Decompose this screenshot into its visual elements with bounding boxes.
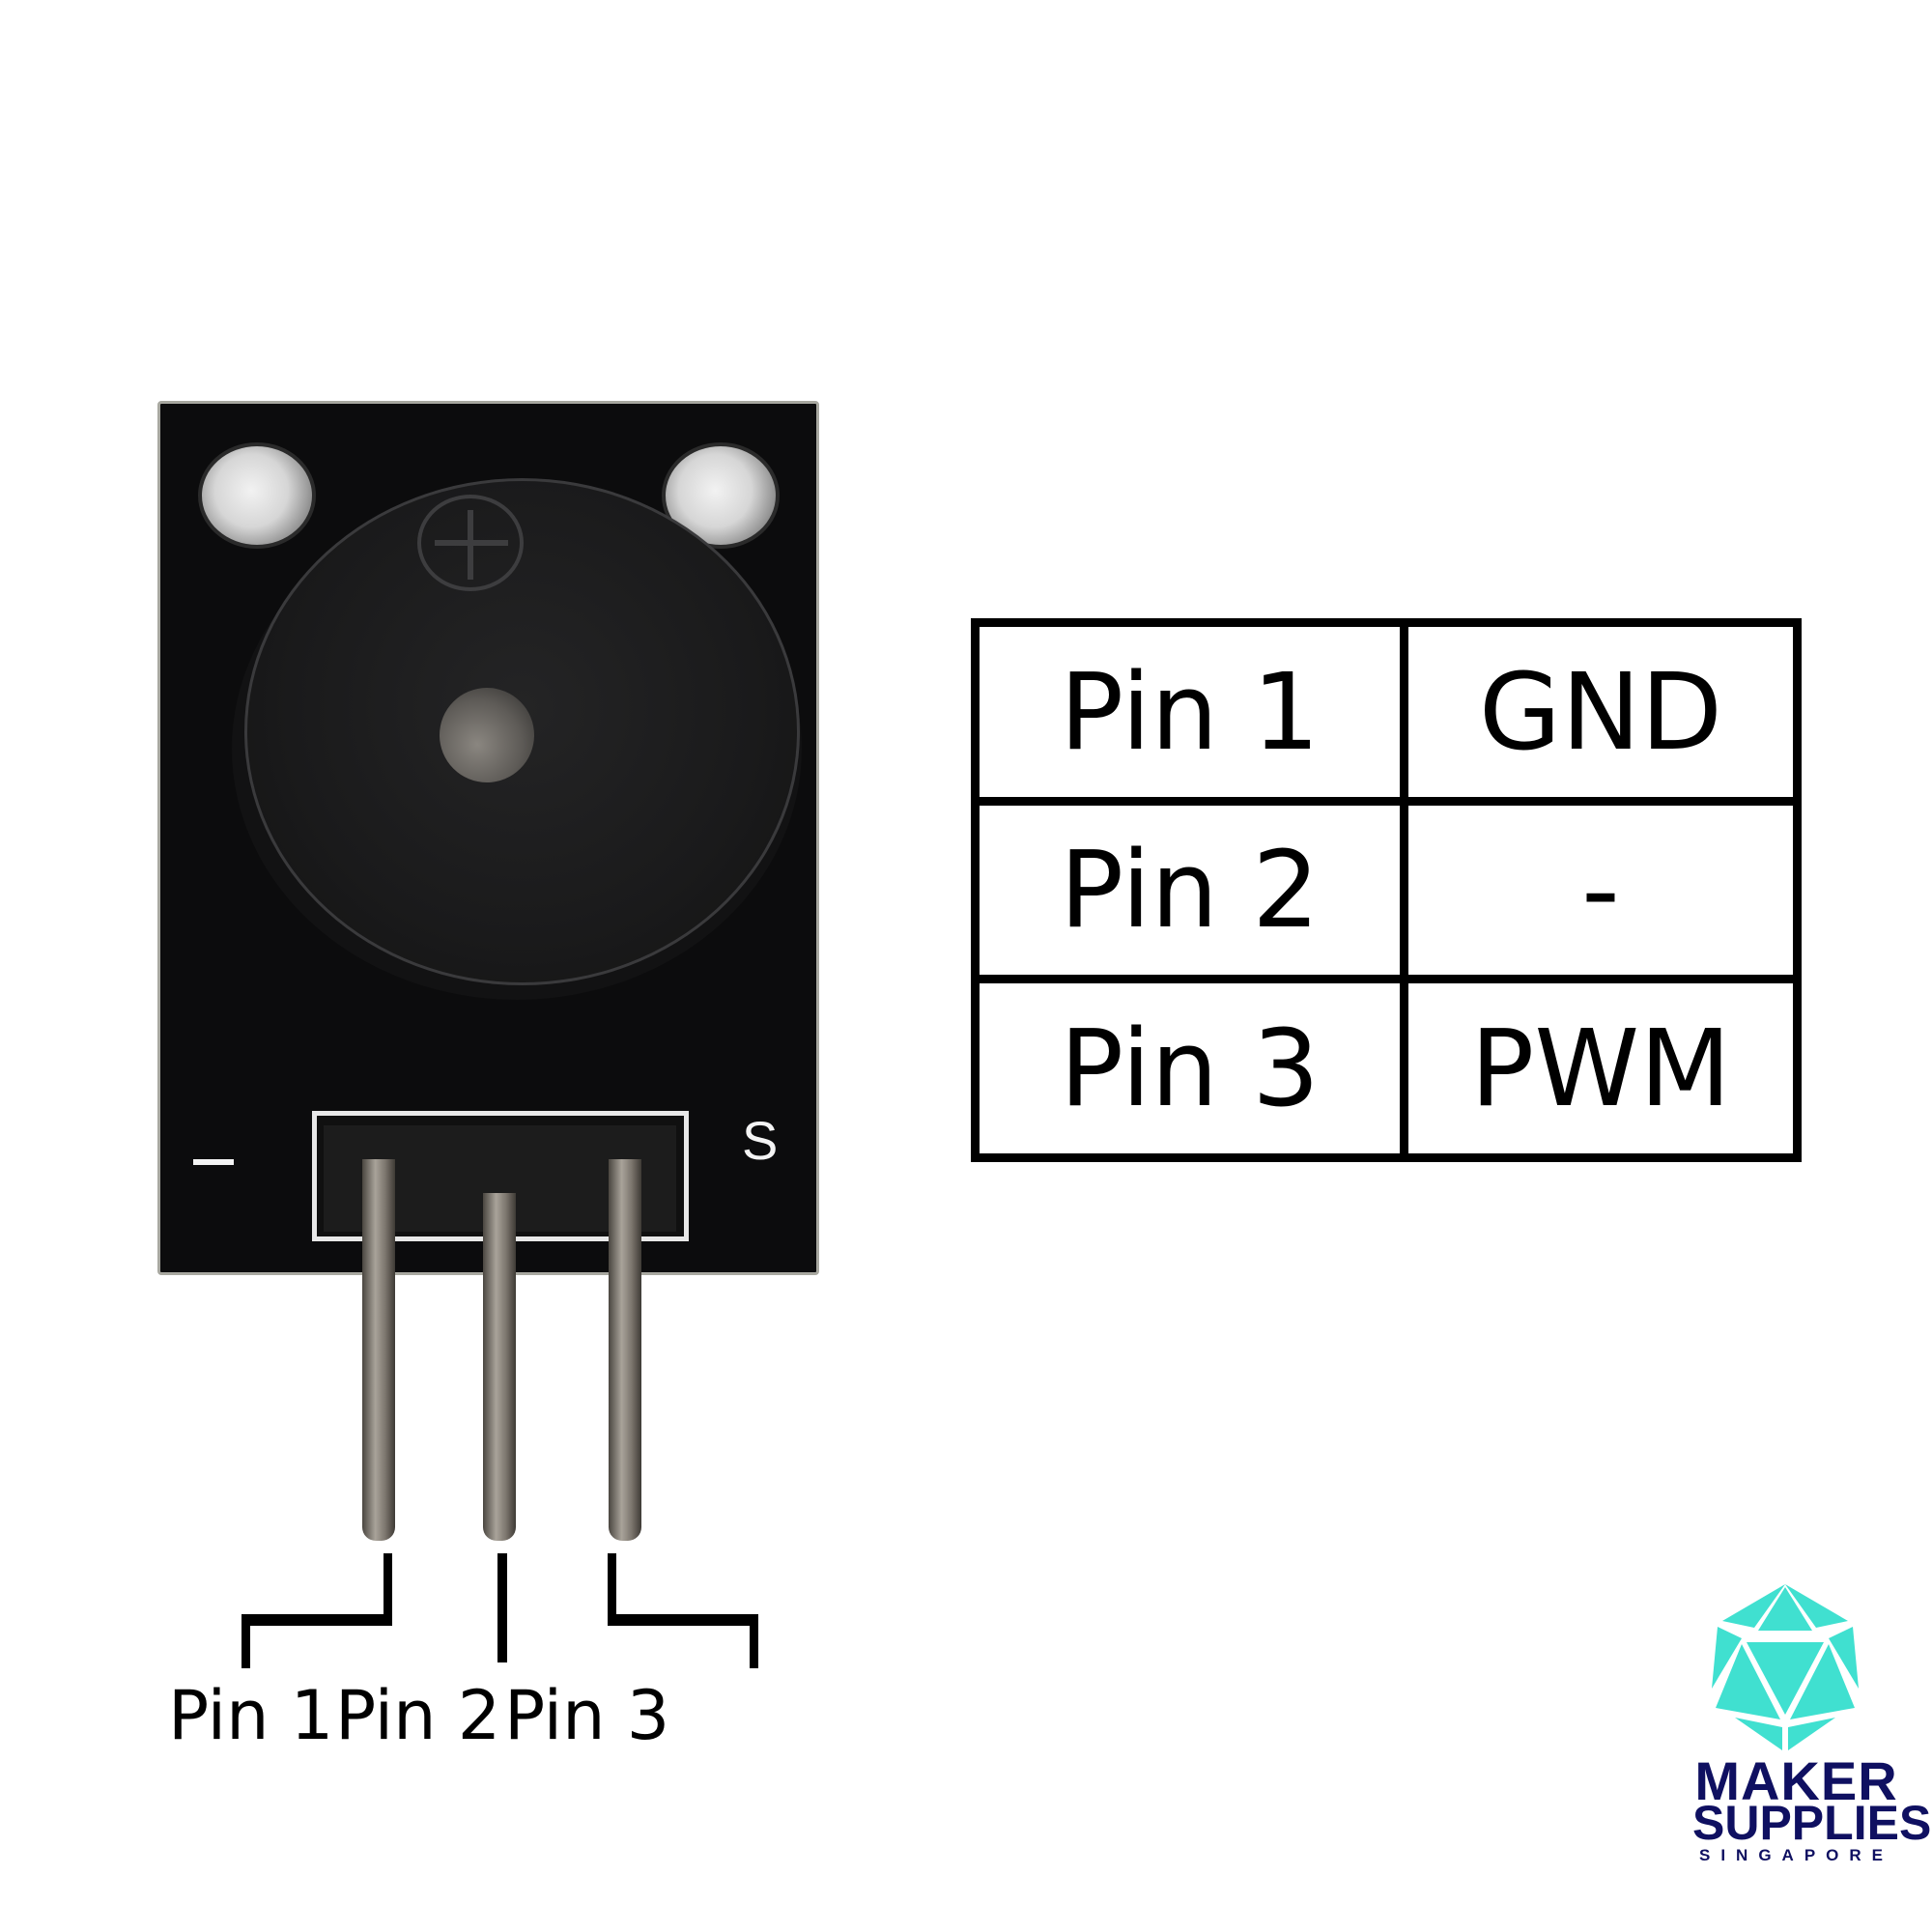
polarity-plus-icon [417, 495, 524, 591]
silkscreen-minus-mark [193, 1159, 234, 1165]
logo-text-singapore: SINGAPORE [1698, 1846, 1894, 1864]
header-pin-3 [609, 1159, 641, 1541]
table-row: Pin 2 - [971, 796, 1802, 984]
logo-text-supplies: SUPPLIES [1692, 1796, 1932, 1850]
pin-3-label: Pin 3 [504, 1676, 670, 1755]
bracket-pin1-horizontal [242, 1614, 392, 1626]
pin-1-label: Pin 1 [168, 1676, 334, 1755]
function-cell: - [1400, 796, 1802, 984]
bracket-pin3-vertical [608, 1553, 616, 1626]
pin-2-label: Pin 2 [335, 1676, 501, 1755]
header-pin-1 [362, 1159, 395, 1541]
icosahedron-logo-icon [1712, 1584, 1859, 1750]
bracket-pin3-horizontal [608, 1614, 758, 1626]
bracket-pin2-vertical [497, 1553, 507, 1662]
mounting-hole-left [198, 442, 316, 549]
function-cell: PWM [1400, 975, 1802, 1162]
pin-function-table: Pin 1 GND Pin 2 - Pin 3 PWM [971, 618, 1802, 1162]
logo-text-maker: MAKER [1694, 1750, 1898, 1811]
pin-cell: Pin 3 [971, 975, 1408, 1162]
buzzer-vent [440, 688, 534, 782]
pin-cell: Pin 1 [971, 618, 1408, 806]
function-cell: GND [1400, 618, 1802, 806]
table-row: Pin 3 PWM [971, 975, 1802, 1162]
header-pin-2 [483, 1193, 516, 1541]
silkscreen-s-mark: S [742, 1110, 779, 1171]
pin-cell: Pin 2 [971, 796, 1408, 984]
bracket-pin1-drop [242, 1614, 250, 1668]
bracket-pin1-vertical [384, 1553, 392, 1626]
table-row: Pin 1 GND [971, 618, 1802, 806]
bracket-pin3-drop [750, 1614, 758, 1668]
